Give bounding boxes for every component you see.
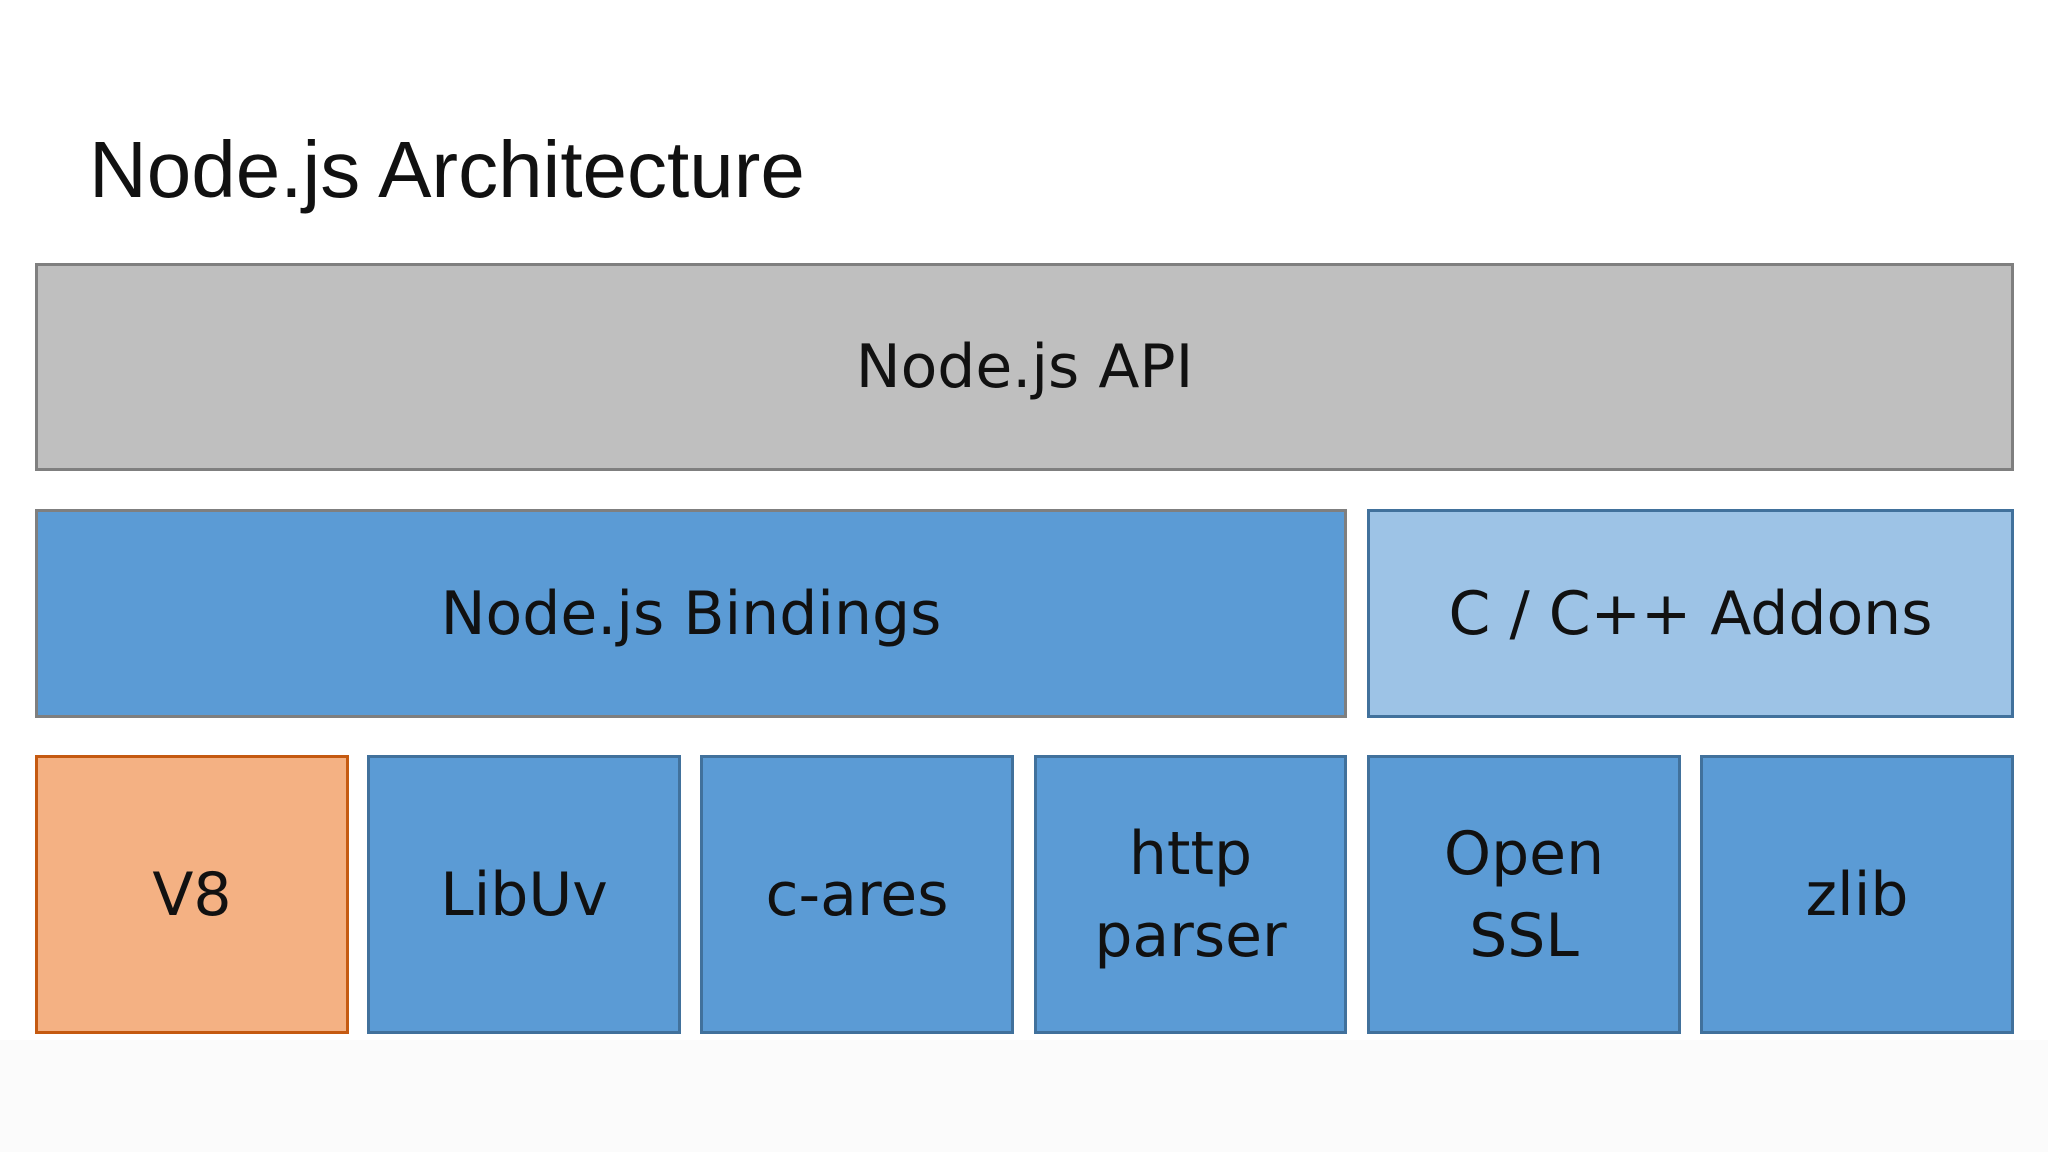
dependency-zlib: zlib: [1700, 755, 2014, 1034]
node-api-layer: Node.js API: [35, 263, 2014, 471]
dependency-label-line: zlib: [1805, 859, 1909, 930]
dependency-label: http parser: [1094, 813, 1286, 977]
dependency-label-line: parser: [1094, 900, 1287, 971]
cpp-addons-label: C / C++ Addons: [1448, 578, 1933, 649]
slide-footer-shade: [0, 1040, 2048, 1152]
dependency-label-line: LibUv: [440, 859, 608, 930]
node-api-label: Node.js API: [855, 332, 1194, 402]
dependency-v8: V8: [35, 755, 349, 1034]
dependency-label-line: http: [1128, 818, 1253, 889]
dependency-label: Open SSL: [1444, 813, 1604, 977]
dependency-label-line: Open: [1443, 818, 1605, 889]
dependency-label-line: c-ares: [765, 859, 949, 930]
dependency-label-line: V8: [152, 859, 232, 930]
node-bindings-label: Node.js Bindings: [440, 578, 942, 649]
node-bindings-layer: Node.js Bindings: [35, 509, 1347, 718]
cpp-addons-layer: C / C++ Addons: [1367, 509, 2014, 718]
dependency-libuv: LibUv: [367, 755, 681, 1034]
dependency-http-parser: http parser: [1034, 755, 1347, 1034]
dependency-c-ares: c-ares: [700, 755, 1014, 1034]
dependency-openssl: Open SSL: [1367, 755, 1681, 1034]
slide-title: Node.js Architecture: [89, 125, 805, 214]
dependency-label-line: SSL: [1469, 900, 1579, 971]
